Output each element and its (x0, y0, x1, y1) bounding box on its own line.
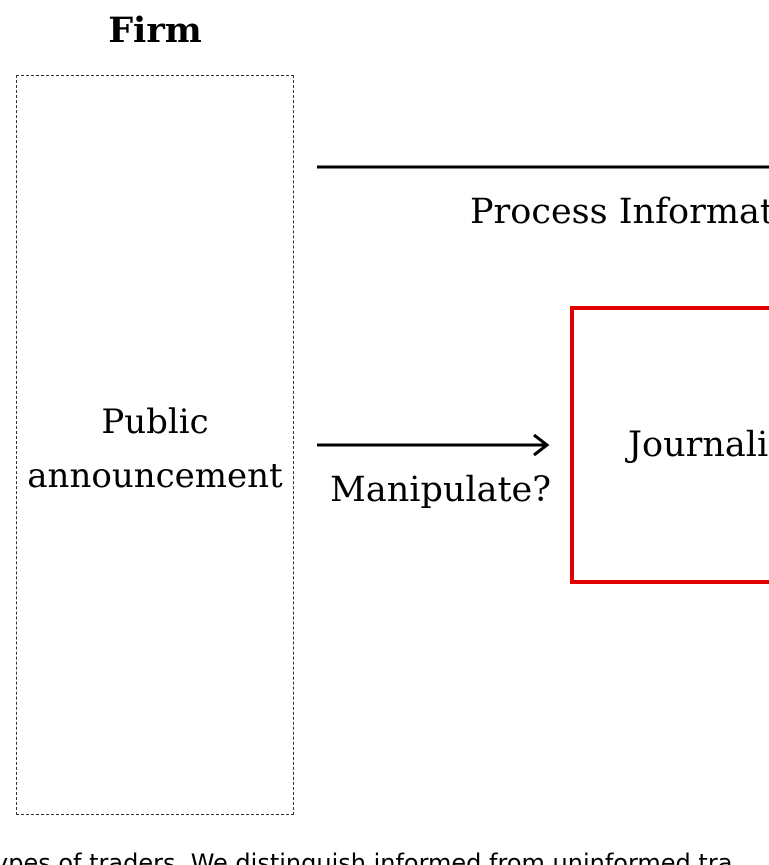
public-announcement-label: Public announcement (16, 395, 294, 503)
manipulate-arrow-head (533, 433, 550, 457)
figure-caption: ypes of traders. We distinguish informed… (0, 849, 733, 865)
manipulate-label: Manipulate? (330, 470, 551, 510)
process-information-label: Process Informatio (470, 192, 769, 232)
firm-box (16, 75, 294, 815)
public-announcement-text: Public announcement (27, 402, 283, 496)
firm-title: Firm (108, 10, 202, 51)
journalist-box (570, 306, 769, 584)
journalist-label: Journalis (628, 425, 769, 465)
